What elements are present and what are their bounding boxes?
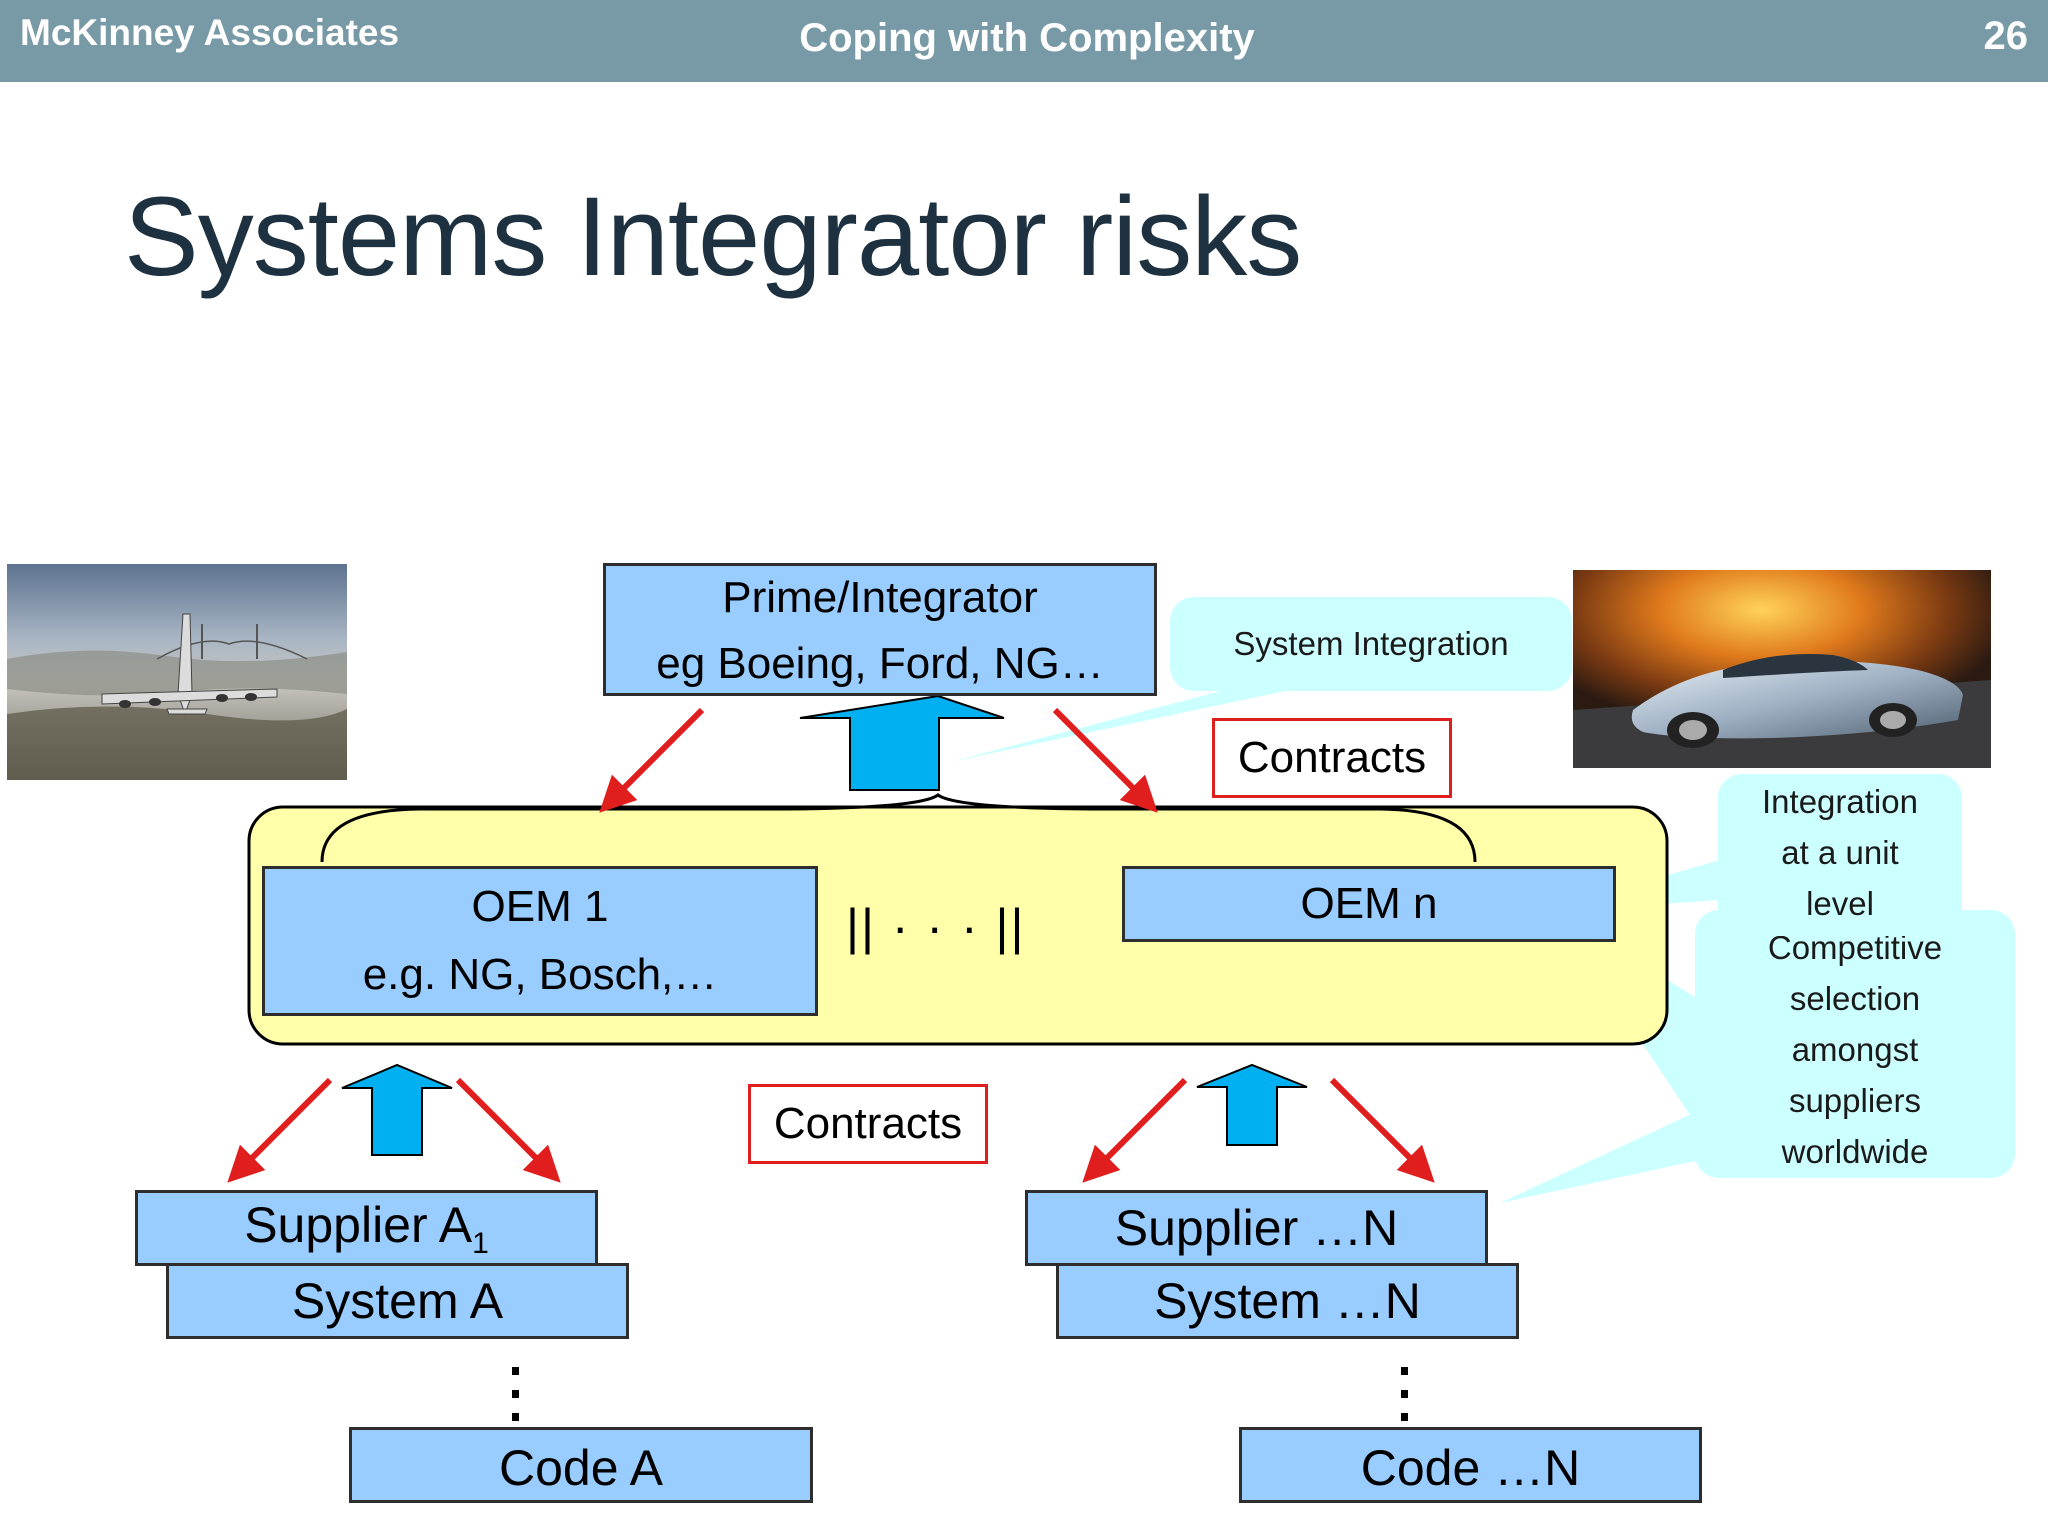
up-arrow-supplierA-oem1 [341, 1063, 453, 1156]
header-bar [0, 0, 2048, 82]
oem1-line1: OEM 1 [471, 882, 609, 931]
sports-car-photo [1573, 570, 1991, 768]
contracts-label-top: Contracts [1212, 718, 1452, 798]
callout-tail-system-integration [950, 690, 1290, 762]
oem-separator: || · · · || [846, 899, 1026, 955]
system-n-label: System …N [1154, 1273, 1421, 1329]
prime-line2: eg Boeing, Ford, NG… [656, 638, 1104, 688]
callout-system-integration: System Integration [1170, 597, 1572, 691]
red-arrow-oemn-supplierN-left [1082, 1077, 1188, 1183]
callout-unit-integration: Integration at a unit level [1718, 774, 1962, 936]
callout-competitive-line: selection [1789, 980, 1921, 1017]
code-n-label: Code …N [1360, 1440, 1581, 1496]
oem1-line2: e.g. NG, Bosch,… [362, 950, 718, 999]
oem-brace [320, 793, 1477, 863]
red-arrow-prime-oem1 [599, 707, 705, 813]
callout-unit-line: at a unit [1781, 834, 1899, 871]
oem1-box: OEM 1 e.g. NG, Bosch,… [262, 866, 818, 1016]
supplier-a-subscript: 1 [472, 1226, 489, 1260]
callout-competitive-line: amongst [1791, 1031, 1919, 1068]
callout-unit-line: level [1806, 885, 1874, 922]
callout-competitive-line: worldwide [1781, 1133, 1929, 1170]
supplier-a-box: Supplier A1 [135, 1190, 598, 1266]
supplier-n-label: Supplier …N [1114, 1200, 1399, 1256]
aircraft-photo [7, 564, 347, 780]
red-arrow-oem1-supplierA-left [227, 1077, 333, 1183]
red-arrow-oemn-supplierN-right [1329, 1077, 1435, 1183]
up-arrow-oem-prime [799, 694, 1005, 791]
system-a-box: System A [166, 1263, 629, 1339]
header-topic: Coping with Complexity [799, 16, 1255, 60]
callout-competitive-selection: Competitive selection amongst suppliers … [1695, 910, 2015, 1178]
prime-integrator-box: Prime/Integrator eg Boeing, Ford, NG… [603, 563, 1157, 696]
code-n-box: Code …N [1239, 1427, 1702, 1503]
red-arrow-oem1-supplierA-right [455, 1077, 561, 1183]
contracts-label-bottom: Contracts [748, 1084, 988, 1164]
header-company: McKinney Associates [20, 12, 400, 53]
system-a-label: System A [291, 1273, 504, 1329]
supplier-n-box: Supplier …N [1025, 1190, 1488, 1266]
vertical-ellipsis-left [512, 1367, 519, 1421]
prime-line1: Prime/Integrator [722, 572, 1038, 622]
page-number: 26 [1983, 14, 2029, 58]
vertical-ellipsis-right [1401, 1367, 1408, 1421]
callout-tail-competitive-suppliers [1500, 1110, 1700, 1203]
oemn-box: OEM n [1122, 866, 1616, 942]
code-a-label: Code A [498, 1440, 663, 1496]
supplier-a-text: Supplier A [244, 1196, 473, 1253]
red-arrow-prime-oemn [1052, 707, 1158, 813]
slide-title: Systems Integrator risks [124, 174, 1302, 299]
callout-unit-line: Integration [1762, 783, 1918, 820]
supplier-a-label: Supplier A1 [244, 1196, 489, 1261]
code-a-box: Code A [349, 1427, 813, 1503]
system-n-box: System …N [1056, 1263, 1519, 1339]
oemn-label: OEM n [1300, 879, 1438, 928]
callout-competitive-line: suppliers [1788, 1082, 1922, 1119]
up-arrow-supplierN-oemn [1196, 1063, 1308, 1146]
